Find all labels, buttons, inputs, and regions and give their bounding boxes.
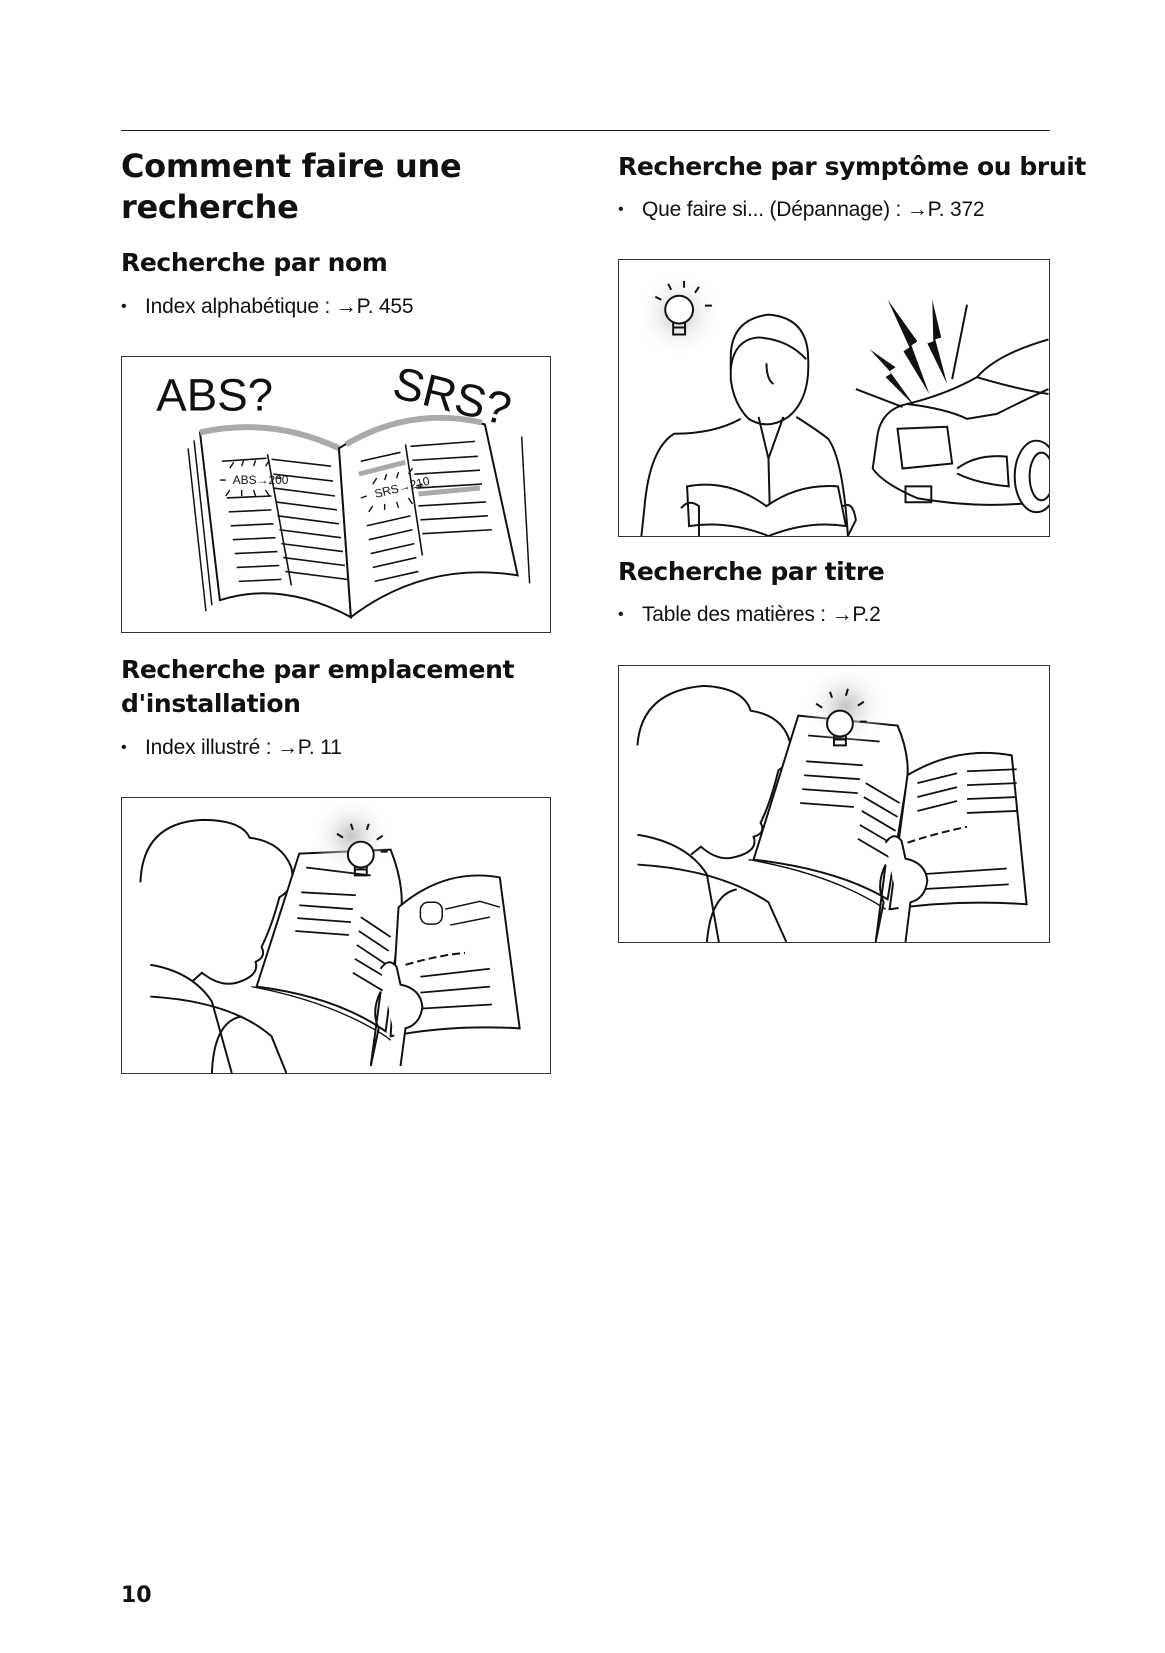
bullet-alphabetical-index[interactable]: • Index alphabétique : →P. 455 xyxy=(121,293,414,321)
page-title: Comment faire une recherche xyxy=(121,146,462,228)
abs-question-label: ABS? xyxy=(156,370,273,421)
bullet-troubleshooting[interactable]: • Que faire si... (Dépannage) : →P. 372 xyxy=(618,196,985,224)
link-illustrated-index[interactable]: Index illustré : →P. 11 xyxy=(145,736,342,759)
person-reading-illustrated-index-icon xyxy=(139,798,521,1073)
page-title-line1: Comment faire une xyxy=(121,147,462,185)
bullet-table-of-contents[interactable]: • Table des matières : →P.2 xyxy=(618,601,881,629)
heading-search-by-name: Recherche par nom xyxy=(121,248,388,277)
top-divider xyxy=(121,130,1050,131)
bullet-dot-icon: • xyxy=(618,606,624,623)
noise-lightning-icon xyxy=(869,299,948,407)
heading-location-line1: Recherche par emplacement xyxy=(121,655,515,684)
lightbulb-icon xyxy=(654,280,712,336)
link-troubleshooting[interactable]: Que faire si... (Dépannage) : →P. 372 xyxy=(642,198,985,221)
heading-location-line2: d'installation xyxy=(121,689,301,718)
link-alphabetical-index[interactable]: Index alphabétique : →P. 455 xyxy=(145,295,414,318)
bullet-dot-icon: • xyxy=(121,739,127,756)
abs-page-ref-label: ABS→200 xyxy=(233,473,289,487)
page-number: 10 xyxy=(121,1583,152,1608)
man-reading-manual-near-noisy-car-icon xyxy=(637,272,1049,536)
bullet-dot-icon: • xyxy=(618,201,624,218)
open-book-abs-srs-icon: ABS→200 SRS→210 ABS? SRS? xyxy=(156,357,531,620)
illustration-abs-srs-book: ABS→200 SRS→210 ABS? SRS? xyxy=(121,356,551,633)
illustration-table-of-contents xyxy=(618,665,1050,943)
page-title-line2: recherche xyxy=(121,188,299,226)
heading-search-by-symptom: Recherche par symptôme ou bruit xyxy=(618,152,1086,181)
lightbulb-icon xyxy=(815,688,867,747)
heading-search-by-title: Recherche par titre xyxy=(618,557,885,586)
heading-search-by-location: Recherche par emplacement d'installation xyxy=(121,653,514,721)
person-reading-table-of-contents-icon xyxy=(636,666,1028,942)
lightbulb-icon xyxy=(336,823,388,877)
link-table-of-contents[interactable]: Table des matières : →P.2 xyxy=(642,603,881,626)
bullet-illustrated-index[interactable]: • Index illustré : →P. 11 xyxy=(121,734,342,762)
illustration-symptom-noise xyxy=(618,259,1050,537)
illustration-illustrated-index xyxy=(121,797,551,1074)
bullet-dot-icon: • xyxy=(121,298,127,315)
